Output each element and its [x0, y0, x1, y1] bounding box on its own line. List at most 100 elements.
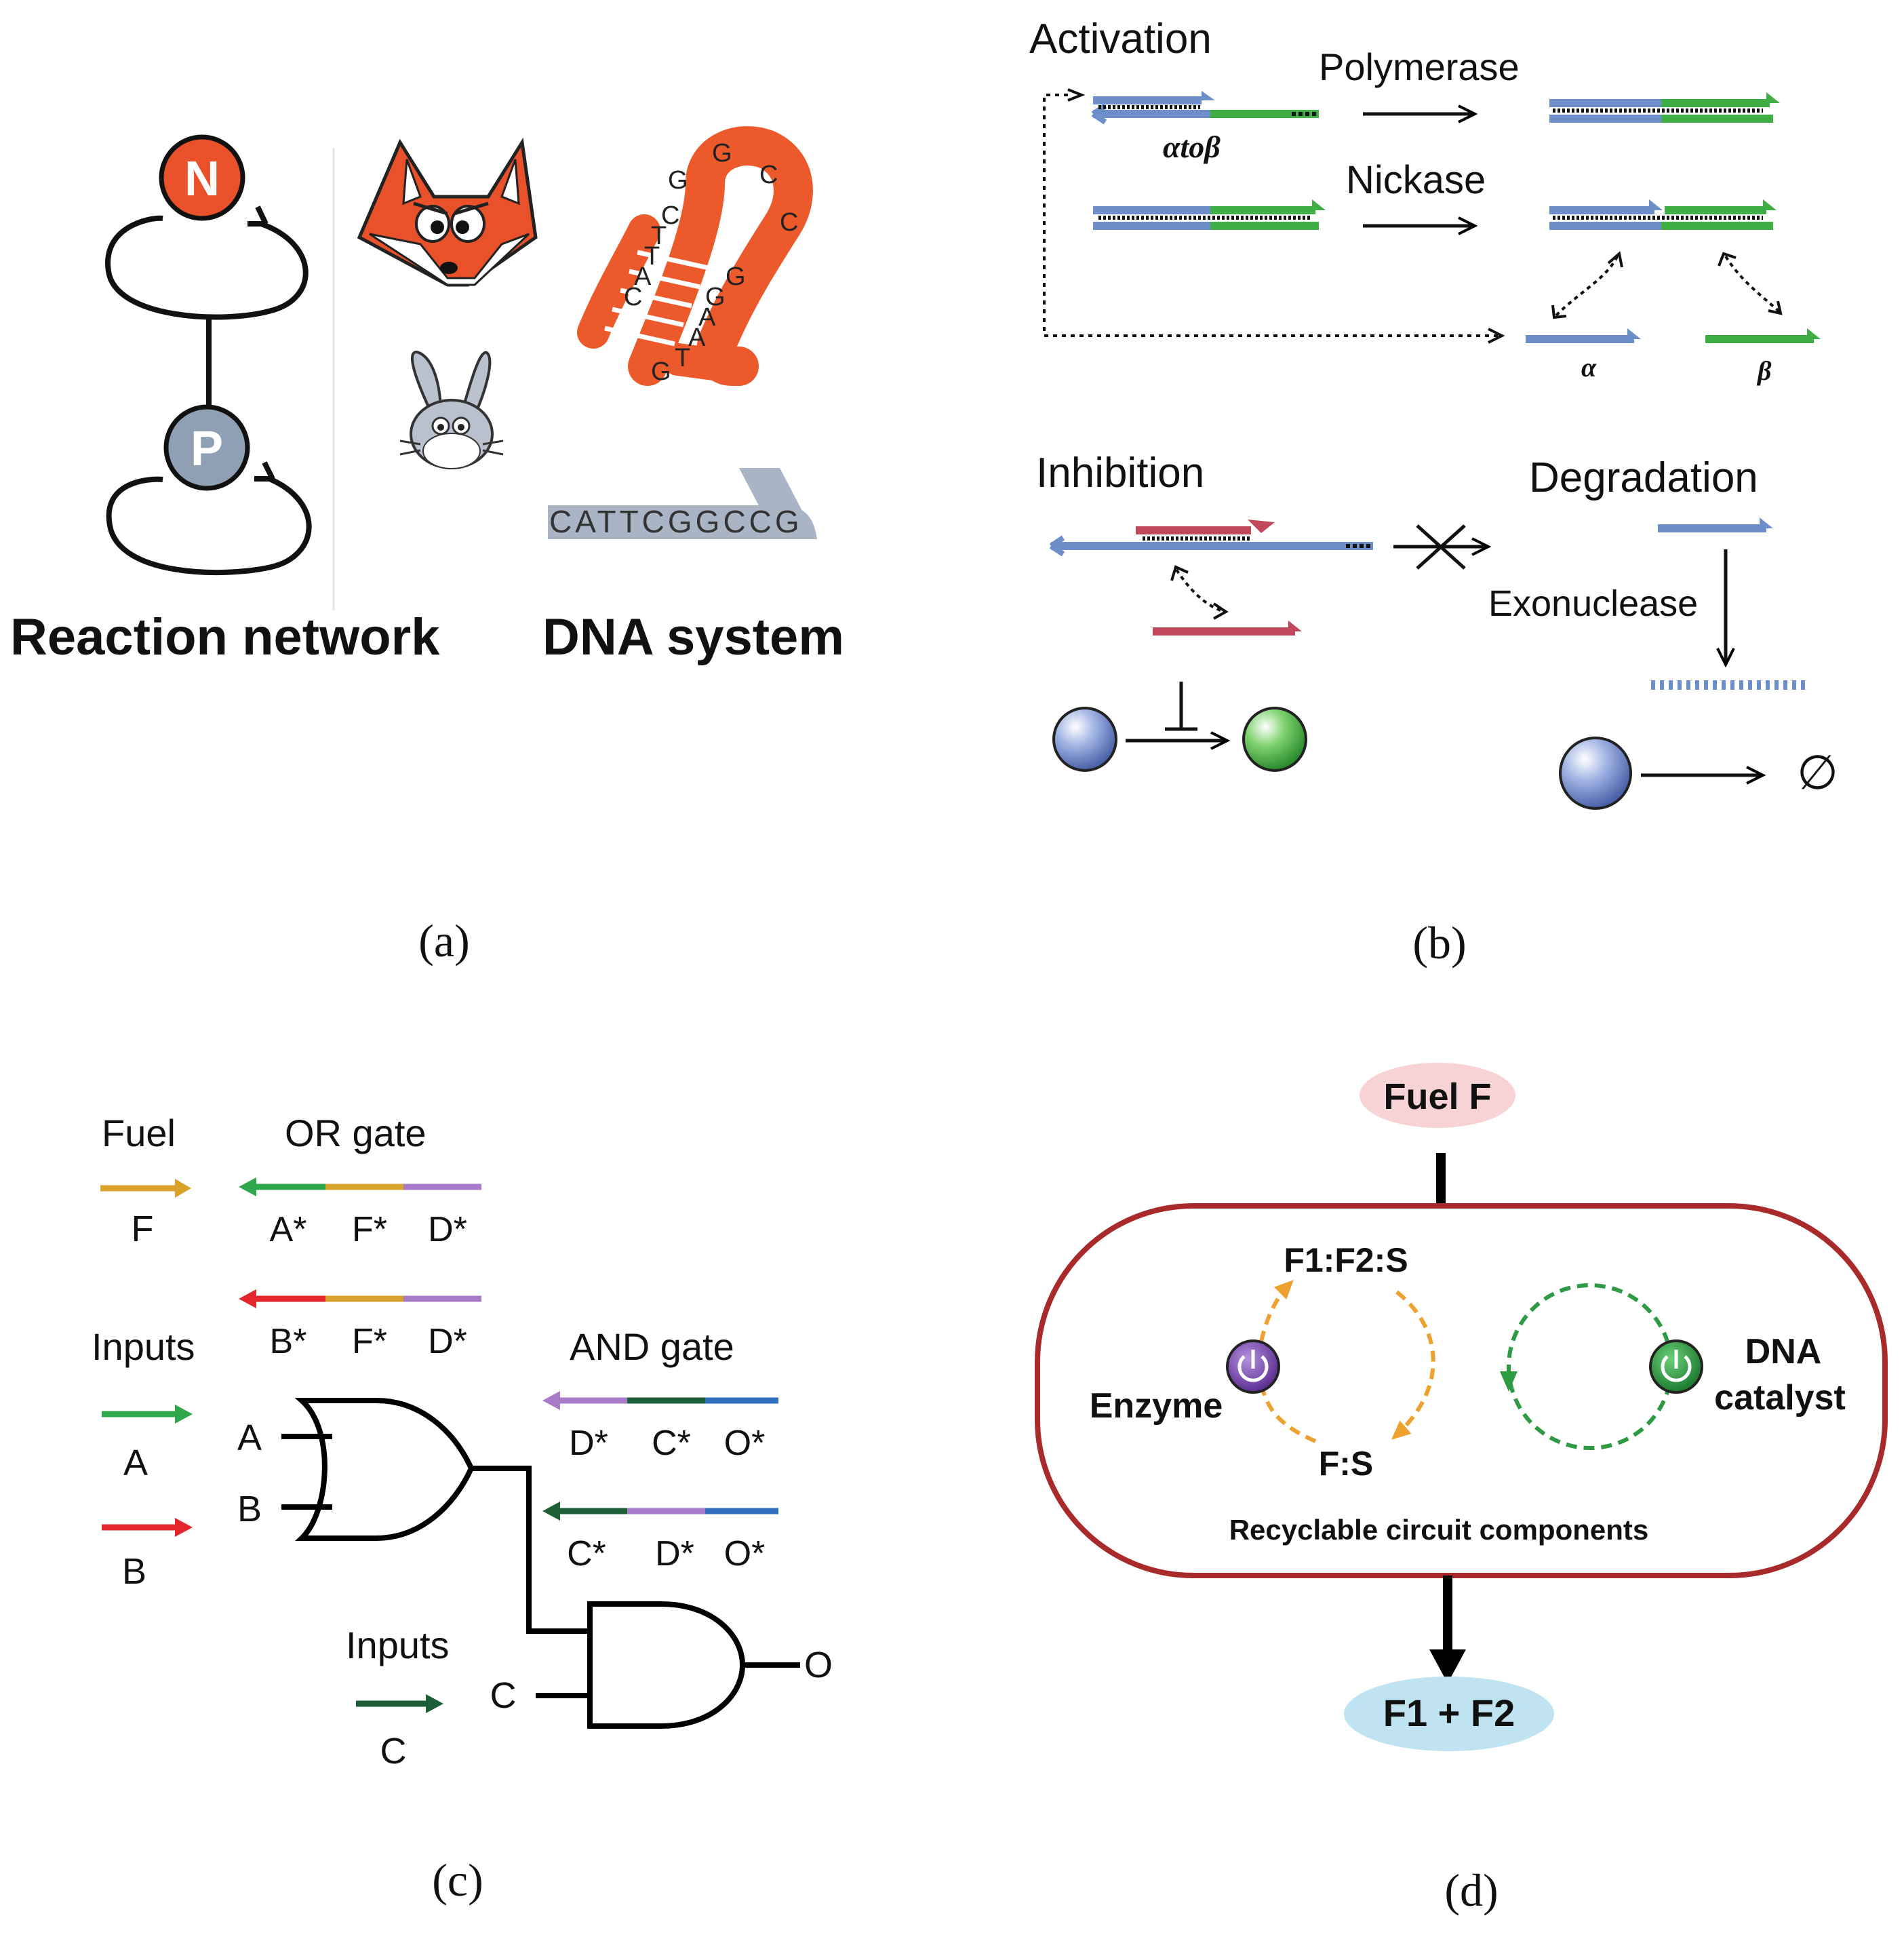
input-c-label: C	[380, 1731, 407, 1772]
label-or-gate: OR gate	[285, 1112, 427, 1154]
enzyme-cycle-top	[1259, 1280, 1294, 1342]
prey-loop-arrowhead	[254, 461, 275, 482]
or1-domain-2: F*	[352, 1210, 387, 1249]
or-gate-input-a: A	[237, 1417, 262, 1458]
hairpin-base-letter: C	[759, 161, 778, 189]
predator-loop-arrowhead	[247, 206, 269, 227]
caption-a: (a)	[418, 915, 469, 966]
prey-self-loop	[106, 475, 312, 575]
predator-node-label: N	[184, 152, 220, 206]
circuit-capsule	[1035, 1203, 1888, 1578]
input-a-strand	[102, 1405, 193, 1424]
hairpin-base-letter: T	[651, 222, 667, 250]
caption-b: (b)	[1412, 917, 1466, 968]
hairpin-base-letter: T	[675, 344, 690, 372]
or-logic-gate	[281, 1398, 590, 1634]
label-inputs-top: Inputs	[92, 1325, 195, 1368]
template-label: αtoβ	[1163, 130, 1221, 164]
label-enzyme: Enzyme	[1090, 1386, 1223, 1426]
extended-duplex	[1549, 92, 1780, 123]
prey-node-label: P	[191, 422, 223, 476]
hairpin-base-letter: G	[705, 283, 726, 311]
enzyme-cycle-right	[1391, 1290, 1435, 1440]
released-beta-strand	[1705, 328, 1821, 343]
product-bubble	[1344, 1677, 1554, 1751]
inhibition-bar	[1165, 682, 1197, 731]
and2-domain-1: C*	[567, 1534, 606, 1573]
or1-domain-1: A*	[270, 1210, 307, 1249]
hairpin-base-letter: C	[661, 201, 679, 230]
panel-d: Fuel F F1:F2:S F:S Enzyme DNA catalyst R…	[1035, 1063, 1888, 1916]
label-exonuclease: Exonuclease	[1488, 583, 1698, 624]
dna-strand-hook	[739, 468, 817, 539]
activator-species-sphere	[1052, 707, 1117, 772]
product-label: F1 + F2	[1383, 1691, 1515, 1734]
fuel-bubble	[1360, 1063, 1515, 1128]
and2-domain-2: D*	[655, 1534, 694, 1573]
label-inputs-bottom: Inputs	[346, 1624, 450, 1666]
template-alpha-to-beta	[1091, 91, 1319, 125]
hairpin-base-letter: G	[651, 357, 671, 386]
label-activation: Activation	[1029, 16, 1212, 62]
dna-hairpin	[577, 126, 813, 386]
or2-domain-2: F*	[352, 1322, 387, 1361]
and1-domain-3: O*	[724, 1424, 766, 1463]
hairpin-base-letter: T	[644, 242, 660, 271]
or-gate-strand-1	[239, 1177, 481, 1196]
and1-domain-1: D*	[569, 1424, 608, 1463]
hairpin-base-letter: G	[712, 139, 732, 168]
or-gate-input-b: B	[237, 1489, 262, 1529]
product-arrowhead	[1429, 1649, 1466, 1683]
and-gate-output: O	[804, 1645, 833, 1685]
or2-domain-3: D*	[428, 1322, 467, 1361]
panel-b: Activation Polymerase Nickase αtoβ	[1029, 16, 1838, 968]
input-a-label: A	[123, 1443, 148, 1483]
prey-node-p	[163, 404, 250, 491]
degraded-species-sphere	[1559, 737, 1632, 810]
dna-power-icon	[1661, 1350, 1692, 1382]
label-fuel: Fuel	[102, 1112, 176, 1154]
hairpin-base-letter: G	[668, 166, 688, 195]
label-dna: DNA	[1745, 1332, 1822, 1371]
nicked-duplex	[1549, 199, 1777, 230]
and1-domain-2: C*	[652, 1424, 691, 1463]
predator-node-n	[159, 134, 245, 221]
fuel-label: Fuel F	[1384, 1076, 1492, 1117]
template-before-nick	[1093, 199, 1326, 230]
input-b-label: B	[122, 1551, 146, 1592]
input-b-strand	[102, 1518, 193, 1537]
hairpin-base-letter: A	[688, 324, 706, 352]
label-beta: β	[1756, 355, 1772, 386]
fox-icon	[357, 137, 538, 287]
and-gate-input-c: C	[490, 1675, 517, 1716]
product-species-sphere	[1242, 707, 1307, 772]
released-alpha-strand	[1526, 328, 1641, 343]
caption-d: (d)	[1444, 1864, 1498, 1916]
hairpin-base-letter: A	[634, 262, 652, 291]
enzyme-power-icon	[1237, 1350, 1269, 1382]
panel-a: N P	[10, 126, 844, 966]
label-polymerase: Polymerase	[1319, 45, 1520, 88]
label-recyclable: Recyclable circuit components	[1229, 1514, 1649, 1546]
hairpin-base-letter: C	[624, 283, 642, 311]
fuel-strand-label: F	[132, 1209, 154, 1249]
caption-c: (c)	[432, 1854, 483, 1906]
label-nickase: Nickase	[1346, 158, 1486, 202]
or2-domain-1: B*	[270, 1322, 307, 1361]
label-dna-system: DNA system	[542, 608, 844, 666]
label-alpha: α	[1581, 352, 1597, 383]
label-complex: F1:F2:S	[1284, 1241, 1408, 1279]
fuel-strand	[100, 1179, 191, 1198]
blocked-cross	[1416, 524, 1466, 570]
label-degradation: Degradation	[1529, 454, 1758, 501]
or1-domain-3: D*	[428, 1210, 467, 1249]
dna-cycle-arrowhead	[1500, 1371, 1518, 1392]
dna-sequence: CATTCGGCCG	[549, 504, 803, 539]
null-symbol: ∅	[1797, 747, 1838, 800]
and2-domain-3: O*	[724, 1534, 766, 1573]
dna-catalyst-cycle	[1507, 1283, 1673, 1450]
activation-feedback-path	[1043, 94, 1499, 337]
enzyme-cycle-bottom	[1259, 1383, 1317, 1443]
panel-c: Fuel OR gate F A* F* D* B* F* D* Inputs	[92, 1112, 833, 1906]
